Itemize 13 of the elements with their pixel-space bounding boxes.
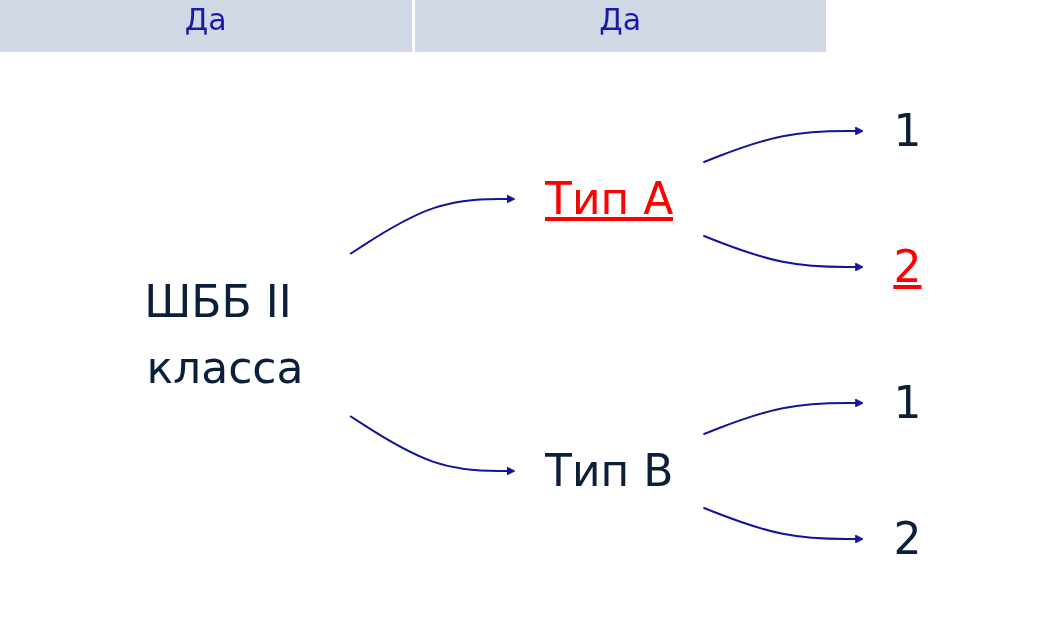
table-cell: Да xyxy=(414,0,826,52)
node-text: Тип B xyxy=(545,444,674,496)
node-text: Тип A xyxy=(545,172,674,224)
table-cell: Да xyxy=(0,0,412,52)
node-text: 1 xyxy=(893,376,922,428)
node-text: 1 xyxy=(893,104,922,156)
arrow xyxy=(702,506,865,543)
arrow xyxy=(702,126,865,163)
node-text: 2 xyxy=(893,512,922,564)
node-text: ШББ II класса xyxy=(144,275,304,393)
arrow xyxy=(349,414,516,475)
arrow xyxy=(349,194,516,255)
node-text: 2 xyxy=(893,240,922,292)
